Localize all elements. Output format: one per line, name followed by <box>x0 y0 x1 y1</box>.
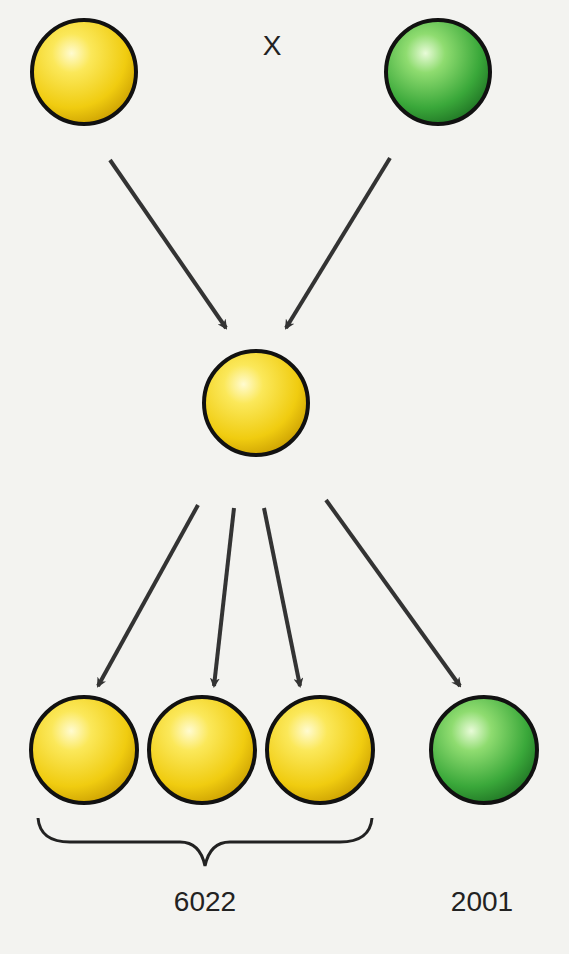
yellow-pea <box>267 697 373 803</box>
count-label: 6022 <box>174 888 236 916</box>
cross-arrows <box>110 158 390 328</box>
brace <box>38 818 372 866</box>
yellow-pea <box>204 351 308 455</box>
offspring-arrows <box>98 500 460 686</box>
yellow-pea <box>31 697 137 803</box>
cross-symbol: X <box>263 32 282 60</box>
green-pea <box>386 20 490 124</box>
yellow-pea <box>32 20 136 124</box>
yellow-pea <box>149 697 255 803</box>
green-pea <box>431 697 537 803</box>
count-label: 2001 <box>451 888 513 916</box>
